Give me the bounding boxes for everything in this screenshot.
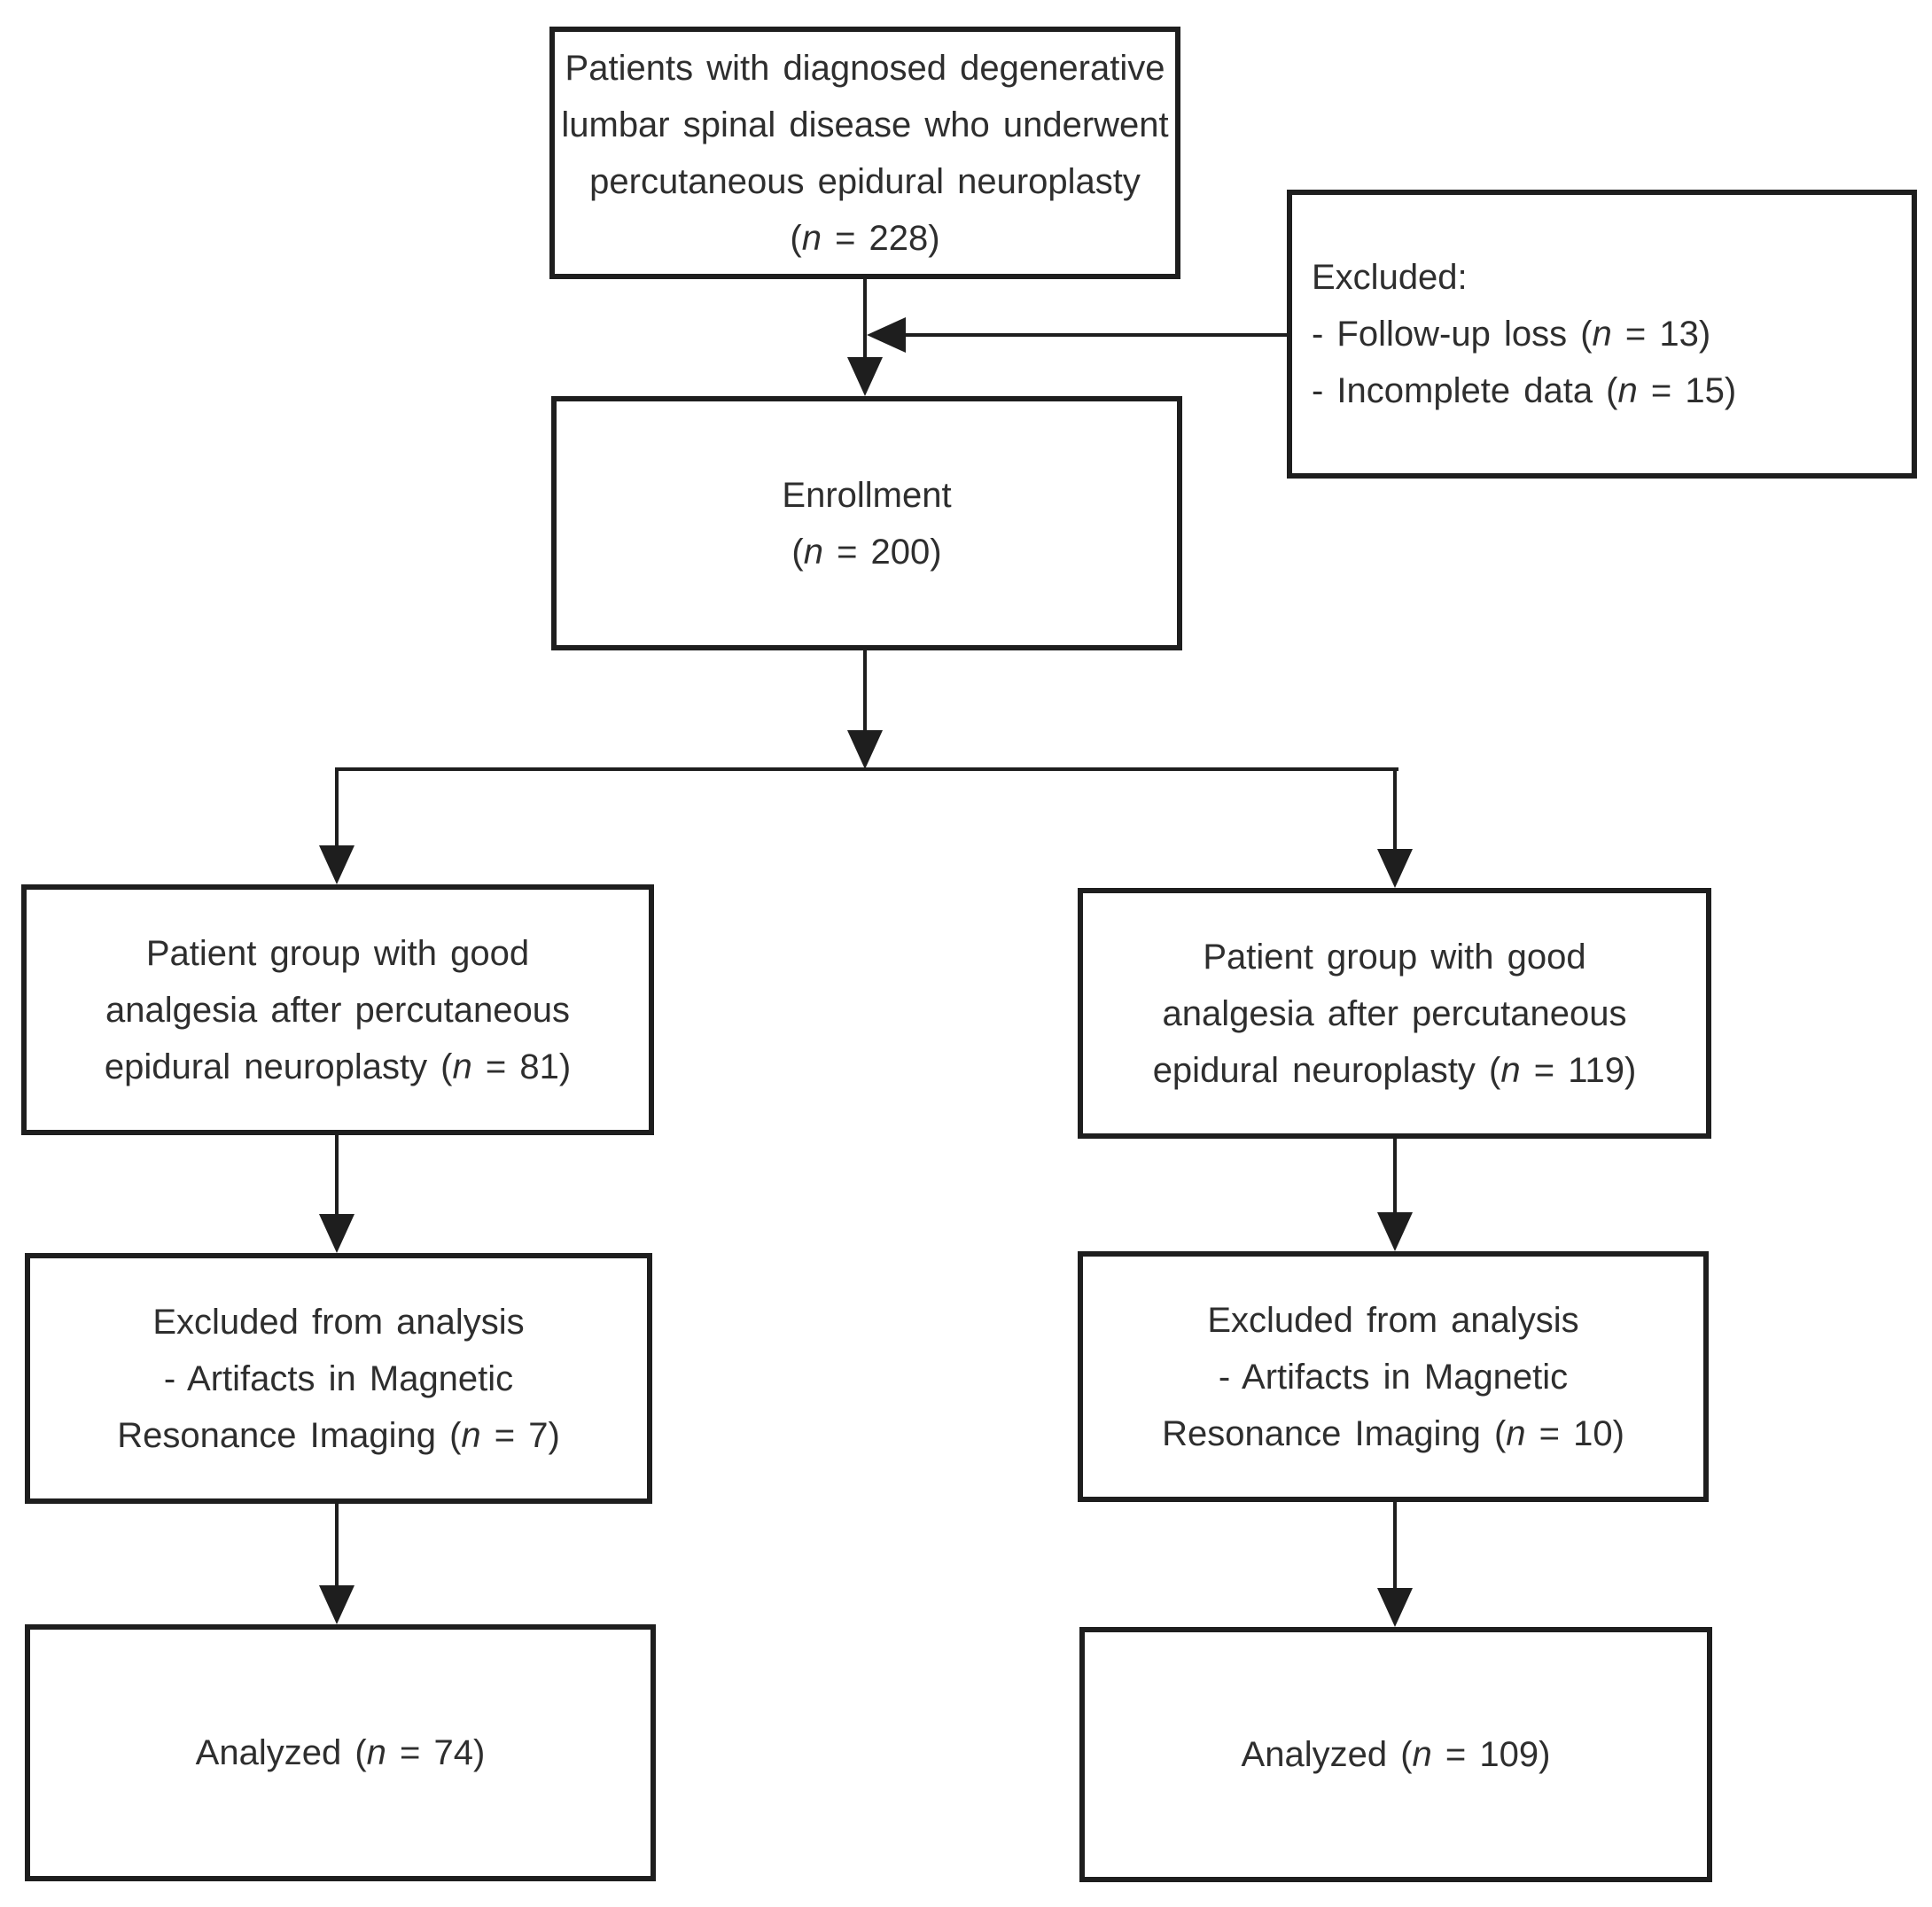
connector-group-left-to-analysis-excluded xyxy=(335,1133,339,1218)
analysis-excluded-right-box: Excluded from analysis- Artifacts in Mag… xyxy=(1078,1251,1709,1502)
connector-split-to-group-right xyxy=(1393,767,1397,852)
connector-enrollment-to-split xyxy=(863,649,867,734)
arrowhead-down-into-analysis-excluded-right-icon xyxy=(1377,1212,1413,1251)
analysis-excluded-right-text: Excluded from analysis- Artifacts in Mag… xyxy=(1162,1300,1624,1453)
analyzed-right-box: Analyzed (n = 109) xyxy=(1079,1627,1712,1882)
analyzed-left-box: Analyzed (n = 74) xyxy=(25,1624,656,1881)
arrowhead-down-into-analyzed-right-icon xyxy=(1377,1588,1413,1627)
excluded-box: Excluded:- Follow-up loss (n = 13)- Inco… xyxy=(1287,190,1917,479)
enrollment-text: Enrollment(n = 200) xyxy=(782,475,952,572)
enrollment-box: Enrollment(n = 200) xyxy=(551,396,1182,650)
split-horizontal-line xyxy=(335,767,1398,771)
excluded-text: Excluded:- Follow-up loss (n = 13)- Inco… xyxy=(1312,258,1737,410)
arrowhead-down-into-analyzed-left-icon xyxy=(319,1585,354,1624)
connector-screened-to-enrollment xyxy=(863,277,867,362)
arrowhead-down-into-group-right-icon xyxy=(1377,849,1413,888)
connector-analysis-excluded-right-to-analyzed xyxy=(1393,1500,1397,1592)
arrowhead-down-into-analysis-excluded-left-icon xyxy=(319,1214,354,1253)
connector-split-to-group-left xyxy=(335,767,339,849)
analysis-excluded-left-box: Excluded from analysis- Artifacts in Mag… xyxy=(25,1253,652,1504)
analyzed-right-text: Analyzed (n = 109) xyxy=(1241,1735,1551,1774)
arrowhead-down-into-group-left-icon xyxy=(319,845,354,884)
connector-group-right-to-analysis-excluded xyxy=(1393,1137,1397,1216)
connector-excluded-to-mainline xyxy=(900,333,1287,337)
connector-analysis-excluded-left-to-analyzed xyxy=(335,1502,339,1589)
analyzed-left-text: Analyzed (n = 74) xyxy=(195,1733,486,1772)
arrowhead-down-into-enrollment-icon xyxy=(847,357,883,396)
analysis-excluded-left-text: Excluded from analysis- Artifacts in Mag… xyxy=(117,1302,560,1455)
arrowhead-left-from-excluded-icon xyxy=(867,317,906,353)
arrowhead-down-into-split-icon xyxy=(847,730,883,769)
